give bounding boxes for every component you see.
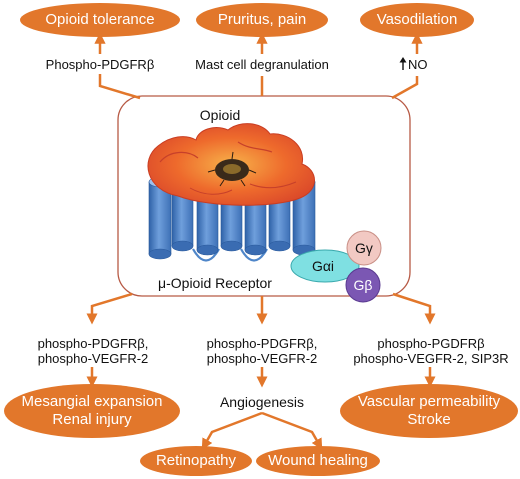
mediator-bottom-right-line1: phospho-PGDFRβ — [377, 336, 485, 351]
mediator-bottom-left-line1: phospho-PDGFRβ, — [37, 336, 149, 351]
mediator-no: NO — [408, 57, 428, 72]
outcome-vasodilation-label: Vasodilation — [376, 11, 458, 28]
mediator-phospho-pdgfrb: Phospho-PDGFRβ — [45, 57, 155, 72]
outcome-wound-healing-label: Wound healing — [268, 452, 368, 469]
mediator-bottom-middle-line1: phospho-PDGFRβ, — [206, 336, 318, 351]
outcome-retinopathy-label: Retinopathy — [155, 452, 237, 469]
outcome-pruritus-pain: Pruritus, pain — [196, 3, 328, 37]
g-beta-label: Gβ — [353, 277, 373, 293]
g-gamma-subunit — [346, 230, 382, 266]
outcome-wound-healing: Wound healing — [256, 446, 380, 476]
outcome-vascular-line1: Vascular permeability — [357, 393, 501, 410]
top-connectors — [94, 32, 423, 100]
receptor-label: μ-Opioid Receptor — [158, 275, 272, 291]
mediator-bottom-right: phospho-PGDFRβ phospho-VEGFR-2, SIP3R — [346, 336, 516, 366]
poppy-flower-icon — [147, 123, 315, 206]
g-gamma-label: Gγ — [355, 240, 373, 256]
outcome-mesangial-renal: Mesangial expansion Renal injury — [4, 384, 180, 438]
mediator-bottom-middle: phospho-PDGFRβ, phospho-VEGFR-2 — [180, 336, 344, 366]
outcome-vascular-line2: Stroke — [407, 411, 451, 428]
outcome-mesangial-line2: Renal injury — [52, 411, 132, 428]
g-alpha-i-label: Gαi — [311, 258, 335, 274]
outcome-angiogenesis: Angiogenesis — [219, 394, 305, 410]
mediator-bottom-middle-line2: phospho-VEGFR-2 — [206, 351, 318, 366]
outcome-pruritus-pain-label: Pruritus, pain — [217, 11, 307, 28]
g-alpha-i-subunit — [290, 249, 360, 283]
receptor-box — [117, 95, 411, 297]
outcome-opioid-tolerance: Opioid tolerance — [20, 3, 180, 37]
outcome-opioid-tolerance-label: Opioid tolerance — [45, 11, 155, 28]
mediator-bottom-right-line2: phospho-VEGFR-2, SIP3R — [353, 351, 509, 366]
outcome-vascular-stroke: Vascular permeability Stroke — [340, 384, 518, 438]
opioid-label: Opioid — [199, 107, 241, 123]
g-beta-subunit — [345, 267, 381, 303]
mediator-bottom-left: phospho-PDGFRβ, phospho-VEGFR-2 — [8, 336, 178, 366]
outcome-retinopathy: Retinopathy — [140, 446, 252, 476]
bottom-connectors — [86, 292, 436, 450]
mediator-bottom-left-line2: phospho-VEGFR-2 — [37, 351, 149, 366]
outcome-vasodilation: Vasodilation — [360, 3, 474, 37]
mediator-mast-cell-degranulation: Mast cell degranulation — [195, 57, 329, 72]
outcome-mesangial-line1: Mesangial expansion — [21, 393, 163, 410]
up-arrow-icon — [399, 57, 407, 70]
